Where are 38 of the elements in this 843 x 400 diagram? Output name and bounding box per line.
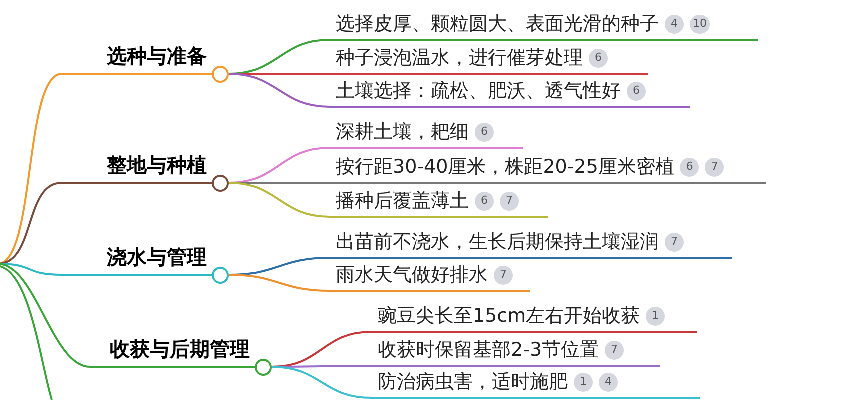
branch-connector: [228, 274, 330, 292]
citation-badge: 7: [500, 192, 519, 210]
topic-text: 收获时保留基部2-3节位置: [378, 338, 600, 363]
citation-badge: 6: [589, 48, 608, 68]
citation-badge: 7: [705, 158, 724, 176]
citation-badge: 7: [665, 232, 684, 252]
citation-badge: 1: [646, 306, 666, 326]
citation-badge: 6: [475, 122, 494, 142]
citation-badge: 4: [665, 14, 684, 34]
citation-badge: 6: [680, 158, 700, 176]
branch-connector: [228, 73, 330, 108]
citation-badge: 6: [627, 82, 646, 100]
branch-connector: [0, 182, 62, 265]
branch-connector: [0, 73, 62, 265]
topic-text: 种子浸泡温水，进行催芽处理: [336, 46, 583, 71]
citation-badge: 1: [574, 372, 593, 392]
citation-badge: 7: [494, 266, 513, 284]
branch-connector: [228, 182, 330, 218]
topic-text: 播种后覆盖薄土: [336, 189, 469, 214]
branch-title: 选种与准备: [107, 43, 207, 70]
topic-text: 按行距30-40厘米，株距20-25厘米密植: [336, 155, 674, 180]
citation-badge: 10: [690, 14, 710, 34]
topic-text: 选择皮厚、颗粒圆大、表面光滑的种子: [336, 12, 659, 37]
topic-text: 出苗前不浇水，生长后期保持土壤湿润: [336, 230, 659, 255]
topic-text: 豌豆尖长至15cm左右开始收获: [378, 304, 640, 329]
branch-connector: [0, 263, 90, 368]
citation-badge: 7: [605, 340, 624, 360]
branch-connector: [272, 366, 372, 399]
topic-text: 土壤选择：疏松、肥沃、透气性好: [336, 79, 621, 104]
citation-badge: 6: [475, 192, 494, 210]
topic-text: 雨水天气做好排水: [336, 263, 488, 288]
citation-badge: 4: [599, 372, 618, 392]
branch-connector: [0, 263, 62, 276]
branch-title: 收获与后期管理: [110, 336, 250, 363]
branch-title: 浇水与管理: [107, 244, 207, 271]
branch-title: 整地与种植: [107, 152, 207, 179]
topic-text: 防治病虫害，适时施肥: [378, 370, 568, 395]
topic-text: 深耕土壤，耙细: [336, 120, 469, 145]
